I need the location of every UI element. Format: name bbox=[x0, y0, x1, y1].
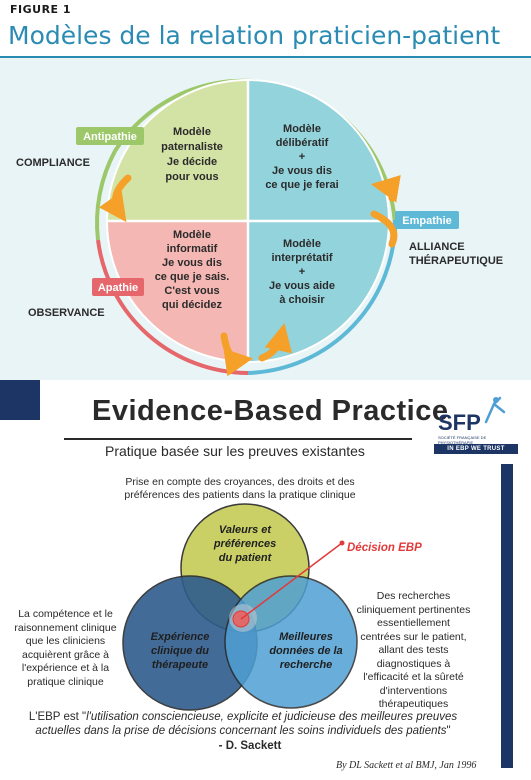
ebp-panel: Evidence-Based Practice SFP SOCIÉTÉ FRAN… bbox=[0, 380, 531, 780]
tr-line-0: Modèle bbox=[283, 123, 321, 135]
bl-line-5: qui décidez bbox=[162, 299, 222, 311]
ebp-title: Evidence-Based Practice bbox=[92, 395, 449, 427]
experience-line-2: thérapeute bbox=[152, 659, 208, 671]
badge-apathie bbox=[92, 278, 144, 296]
quote-suffix: " bbox=[446, 725, 451, 737]
decor-navy-square bbox=[0, 380, 40, 420]
experience-line-0: Expérience bbox=[151, 631, 210, 643]
quote-prefix: L'EBP est " bbox=[28, 711, 87, 723]
quote-author: - D. Sackett bbox=[218, 740, 282, 752]
tl-line-3: pour vous bbox=[165, 171, 218, 183]
tl-line-0: Modèle bbox=[173, 126, 211, 138]
badge-empathie-label: Empathie bbox=[402, 215, 452, 227]
tr-line-2: + bbox=[299, 151, 305, 163]
patient-line-1: préférences bbox=[213, 538, 276, 550]
br-line-0: Modèle bbox=[283, 238, 321, 250]
tr-line-1: délibératif bbox=[276, 137, 329, 149]
patient-line-0: Valeurs et bbox=[219, 524, 273, 536]
tr-line-4: ce que je ferai bbox=[265, 179, 338, 191]
figure-title: Modèles de la relation praticien-patient bbox=[8, 21, 501, 50]
experience-line-1: clinique du bbox=[151, 645, 209, 657]
decor-navy-bar bbox=[501, 464, 513, 768]
badge-apathie-label: Apathie bbox=[98, 282, 138, 294]
bl-line-0: Modèle bbox=[173, 229, 211, 241]
header-divider bbox=[0, 56, 531, 58]
sfp-logo-text: SFP bbox=[438, 410, 481, 435]
sfp-logo-band: IN EBP WE TRUST bbox=[434, 444, 518, 454]
figure-label: FIGURE 1 bbox=[10, 3, 72, 16]
bl-line-1: informatif bbox=[167, 243, 218, 255]
arrow-bottom-icon bbox=[220, 332, 254, 377]
badge-empathie bbox=[395, 211, 459, 229]
clinical-expertise-description: La compétence et le raisonnement cliniqu… bbox=[14, 608, 117, 688]
venn-circle-research bbox=[224, 575, 358, 709]
citation: By DL Sackett et al BMJ, Jan 1996 bbox=[336, 760, 477, 771]
figure1-header: FIGURE 1 Modèles de la relation praticie… bbox=[0, 0, 531, 56]
label-compliance: COMPLIANCE bbox=[16, 157, 90, 169]
ebp-subtitle: Pratique basée sur les preuves existante… bbox=[105, 443, 365, 459]
tl-line-2: Je décide bbox=[167, 156, 217, 168]
tr-line-3: Je vous dis bbox=[272, 165, 332, 177]
br-line-3: Je vous aide bbox=[269, 280, 335, 292]
tl-line-1: paternaliste bbox=[161, 141, 223, 153]
patient-line-2: du patient bbox=[219, 552, 273, 564]
research-line-1: données de la bbox=[269, 645, 342, 657]
bl-line-2: Je vous dis bbox=[162, 257, 222, 269]
quote-text: l'utilisation consciencieuse, explicite … bbox=[35, 711, 458, 737]
badge-antipathie bbox=[76, 127, 144, 145]
sackett-quote: L'EBP est "l'utilisation consciencieuse,… bbox=[28, 710, 458, 738]
sfp-figure-icon bbox=[484, 396, 506, 424]
title-rule bbox=[64, 438, 412, 440]
decision-label: Décision EBP bbox=[347, 542, 422, 554]
label-alliance: ALLIANCE bbox=[409, 241, 465, 253]
br-line-1: interprétatif bbox=[271, 252, 332, 264]
sfp-logo bbox=[434, 394, 518, 456]
figure1-panel: FIGURE 1 Modèles de la relation praticie… bbox=[0, 0, 531, 380]
relation-diagram: Modèle paternaliste Je décide pour vous … bbox=[16, 78, 503, 377]
label-therapeutique: THÉRAPEUTIQUE bbox=[409, 254, 503, 267]
teal-ring-arc bbox=[247, 219, 398, 375]
research-evidence-description: Des recherches cliniquement pertinentes … bbox=[356, 590, 471, 710]
arrow-right-icon bbox=[370, 174, 401, 203]
research-line-0: Meilleures bbox=[279, 631, 333, 643]
bl-line-4: C'est vous bbox=[164, 285, 219, 297]
arrow-left-icon bbox=[98, 174, 132, 223]
badge-antipathie-label: Antipathie bbox=[83, 131, 137, 143]
red-ring-arc bbox=[96, 239, 249, 375]
label-observance: OBSERVANCE bbox=[28, 307, 105, 319]
sfp-logo-subtitle: SOCIÉTÉ FRANÇAISE DE PHYSIOTHÉRAPIE bbox=[438, 435, 487, 445]
research-line-2: recherche bbox=[280, 659, 333, 671]
bl-line-3: ce que je sais. bbox=[155, 271, 230, 283]
patient-values-description: Prise en compte des croyances, des droit… bbox=[124, 476, 356, 501]
ebp-venn-diagram: Décision EBP Valeurs et préférences du p… bbox=[122, 503, 422, 711]
br-line-2: + bbox=[299, 266, 305, 278]
br-line-4: à choisir bbox=[279, 294, 325, 306]
